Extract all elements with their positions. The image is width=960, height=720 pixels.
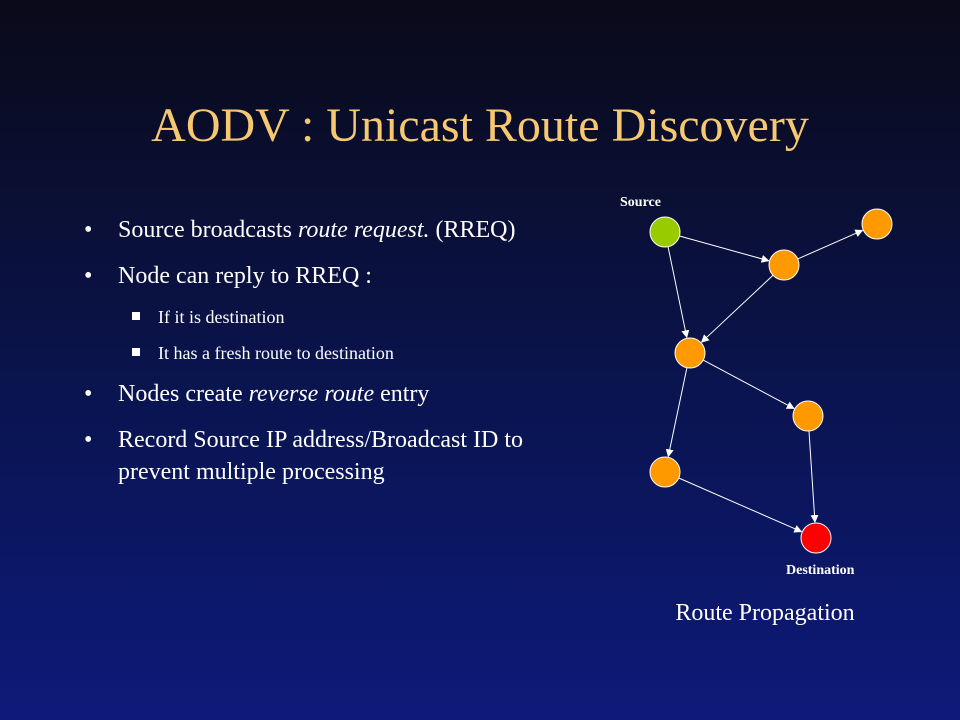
edges-group [665, 229, 864, 533]
sub-bullet-destination: If it is destination [78, 306, 558, 328]
bullet-text: Record Source IP address/Broadcast ID to… [118, 427, 523, 485]
destination-label: Destination [786, 563, 855, 578]
node-n4 [792, 400, 824, 432]
edge-n1-n2 [797, 229, 864, 260]
bullet-text: Source broadcasts [118, 217, 298, 243]
bullet-list: Source broadcasts route request. (RREQ) … [78, 214, 558, 502]
edge-n3-n4 [702, 359, 795, 409]
sub-bullet-fresh-route: It has a fresh route to destination [78, 342, 558, 364]
node-n3 [674, 337, 706, 369]
slide-title: AODV : Unicast Route Discovery [151, 99, 809, 152]
node-n5 [649, 456, 681, 488]
bullet-emphasis: reverse route [248, 381, 375, 407]
diagram-caption: Route Propagation [675, 600, 855, 626]
node-destination [800, 522, 832, 554]
edge-n1-n3 [700, 274, 774, 343]
bullet-text: (RREQ) [429, 217, 516, 243]
edge-n4-destination [808, 430, 819, 524]
bullet-node-reply: Node can reply to RREQ : [78, 260, 558, 292]
source-label: Source [620, 195, 661, 210]
bullet-route-request: Source broadcasts route request. (RREQ) [78, 214, 558, 246]
bullet-text: entry [374, 381, 430, 407]
node-source [649, 216, 681, 248]
nodes-group [649, 208, 893, 554]
node-n2 [861, 208, 893, 240]
node-n1 [768, 249, 800, 281]
edge-source-n3 [667, 246, 690, 339]
edge-n5-destination [678, 477, 803, 533]
bullet-text: Node can reply to RREQ : [118, 263, 372, 289]
route-propagation-diagram: Source Destination [620, 195, 893, 578]
bullet-reverse-route: Nodes create reverse route entry [78, 378, 558, 410]
edge-source-n1 [679, 235, 770, 263]
bullet-text: Nodes create [118, 381, 249, 407]
bullet-record-source: Record Source IP address/Broadcast ID to… [78, 424, 558, 488]
edge-n3-n5 [665, 367, 688, 458]
bullet-emphasis: route request. [297, 217, 430, 243]
